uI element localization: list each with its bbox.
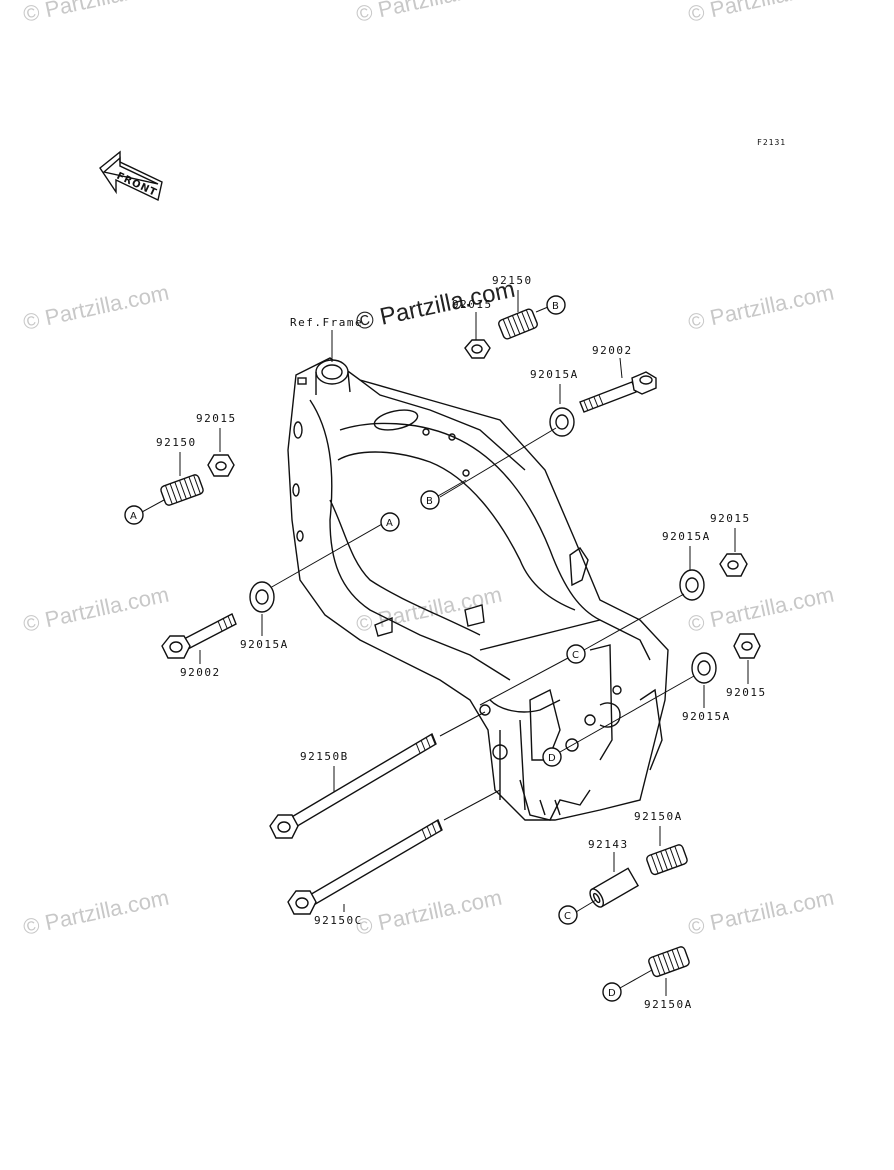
flange-nut-icon (249, 581, 275, 613)
watermark: © Partzilla.com (354, 885, 504, 940)
part-number-92002-left: 92002 (180, 666, 221, 679)
part-number-92150-left: 92150 (156, 436, 197, 449)
part-number-92015a-left: 92015A (240, 638, 289, 651)
flange-nut-icon (549, 407, 575, 437)
spacer-sleeve-icon (589, 867, 640, 908)
callout-c-frame (566, 644, 586, 664)
callout-d-collar (602, 982, 622, 1002)
long-bolt-icon (287, 818, 443, 915)
threaded-collar-icon (160, 474, 204, 506)
callout-b-frame (420, 490, 440, 510)
part-number-92143: 92143 (588, 838, 629, 851)
watermark: © Partzilla.com (21, 0, 171, 27)
part-number-92015-right-lower: 92015 (726, 686, 767, 699)
part-number-92150a-lower: 92150A (644, 998, 693, 1011)
part-number-92150a-upper: 92150A (634, 810, 683, 823)
part-number-92015a-right-lower: 92015A (682, 710, 731, 723)
watermark: © Partzilla.com (686, 885, 836, 940)
watermark: © Partzilla.com (21, 885, 171, 940)
callout-d-letter: D (608, 988, 616, 999)
part-number-92015-right-upper: 92015 (710, 512, 751, 525)
part-number-92002-top: 92002 (592, 344, 633, 357)
long-bolt-icon (269, 732, 437, 839)
watermark: © Partzilla.com (686, 280, 836, 335)
callout-d-letter: D (548, 753, 556, 764)
callout-a-frame (380, 512, 400, 532)
head-pipe (315, 359, 349, 385)
nut-icon (207, 454, 235, 477)
part-number-92015a-right-upper: 92015A (662, 530, 711, 543)
threaded-collar-icon (646, 844, 688, 876)
flange-nut-icon (679, 569, 705, 601)
callout-b-top (546, 295, 566, 315)
threaded-collar-icon (498, 308, 538, 340)
callout-a-left (124, 505, 144, 525)
callout-d-frame (542, 747, 562, 767)
part-number-92150-top: 92150 (492, 274, 533, 287)
watermark: © Partzilla.com (21, 582, 171, 637)
part-number-92150c: 92150C (314, 914, 363, 927)
watermark-layer: © Partzilla.com © Partzilla.com © Partzi… (21, 0, 836, 940)
flange-bolt-icon (161, 613, 237, 659)
watermark: © Partzilla.com (21, 280, 171, 335)
watermark: © Partzilla.com (354, 0, 504, 27)
watermark: © Partzilla.com (686, 582, 836, 637)
callout-c-letter: C (564, 911, 571, 922)
callout-a-letter: A (130, 511, 137, 522)
callout-c-sleeve (558, 905, 578, 925)
part-number-92015a-top: 92015A (530, 368, 579, 381)
nut-icon (719, 553, 748, 577)
front-arrow-icon: FRONT (99, 150, 163, 202)
flange-bolt-icon (579, 371, 657, 413)
part-number-92015-left: 92015 (196, 412, 237, 425)
part-number-92015-top: 92015 (452, 298, 493, 311)
flange-nut-icon (691, 652, 717, 684)
main-frame (287, 357, 669, 821)
callout-b-letter: B (426, 496, 433, 507)
figure-code: F2131 (757, 138, 786, 147)
threaded-collar-icon (648, 946, 690, 978)
callout-b-letter: B (552, 301, 559, 312)
callout-c-letter: C (572, 650, 579, 661)
nut-icon (733, 633, 761, 659)
part-number-92150b: 92150B (300, 750, 349, 763)
callout-a-letter: A (386, 518, 393, 529)
watermark: © Partzilla.com (686, 0, 836, 27)
nut-icon (464, 339, 491, 359)
ref-frame-label: Ref.Frame (290, 316, 363, 329)
